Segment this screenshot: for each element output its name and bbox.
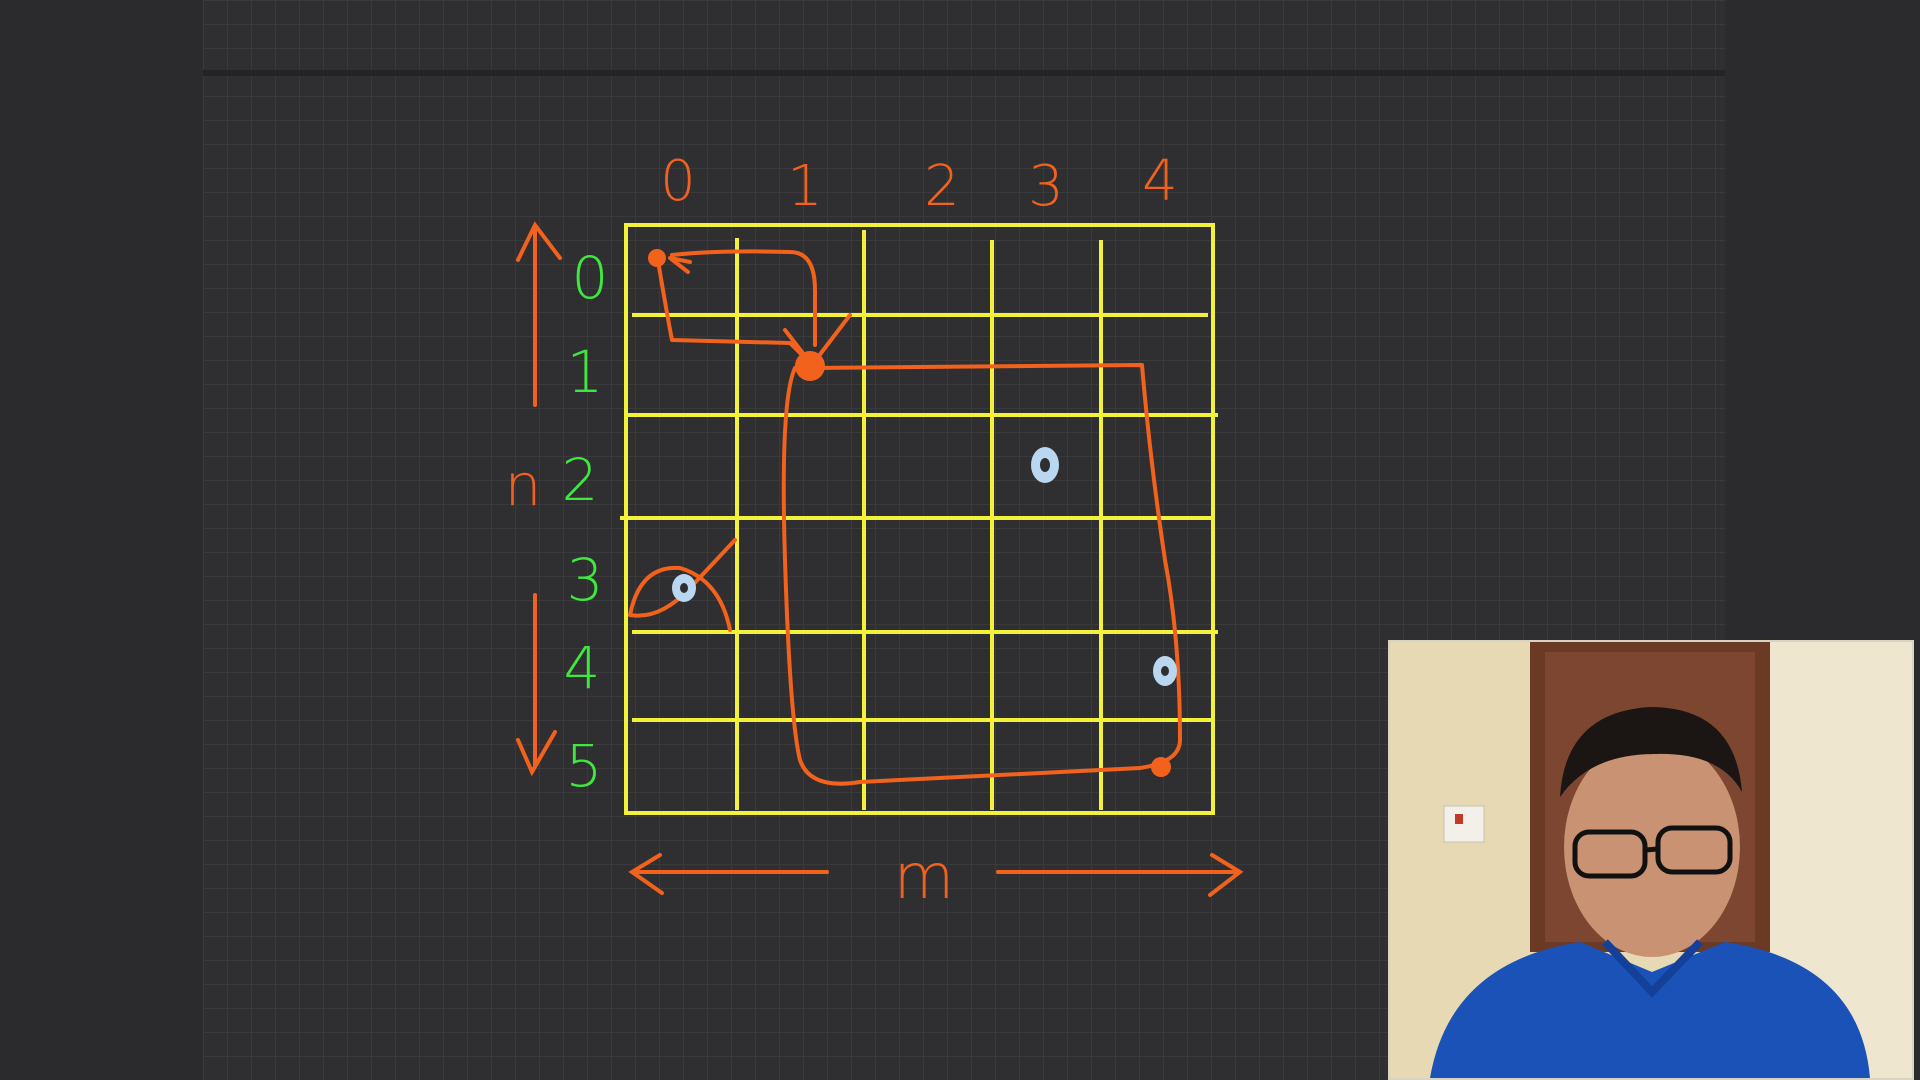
page-divider	[203, 70, 1725, 76]
column-label-0: 0	[660, 149, 696, 214]
row-label-0: 0	[572, 244, 609, 312]
row-label-5: 5	[566, 732, 603, 800]
presenter-video-icon	[1390, 642, 1912, 1078]
presenter-webcam	[1388, 640, 1914, 1080]
grid-lines	[620, 223, 1218, 815]
n-arrows	[516, 221, 562, 777]
start-point	[648, 249, 666, 267]
cell-1-1-point	[795, 351, 825, 381]
n-dimension-label: n	[505, 451, 542, 519]
column-label-4: 4	[1142, 149, 1178, 214]
whiteboard-canvas	[203, 0, 1725, 1080]
row-label-2: 2	[562, 446, 599, 514]
m-arrows	[628, 853, 1244, 897]
column-label-2: 2	[924, 154, 960, 219]
row-label-1: 1	[567, 338, 604, 406]
path-strokes	[628, 249, 1182, 786]
column-label-1: 1	[787, 154, 823, 219]
row-label-4: 4	[564, 634, 601, 702]
m-dimension-label: m	[894, 840, 954, 913]
column-label-3: 3	[1028, 154, 1064, 219]
path-points	[648, 249, 1171, 777]
cell-5-4-point	[1151, 757, 1171, 777]
row-label-3: 3	[567, 546, 604, 614]
